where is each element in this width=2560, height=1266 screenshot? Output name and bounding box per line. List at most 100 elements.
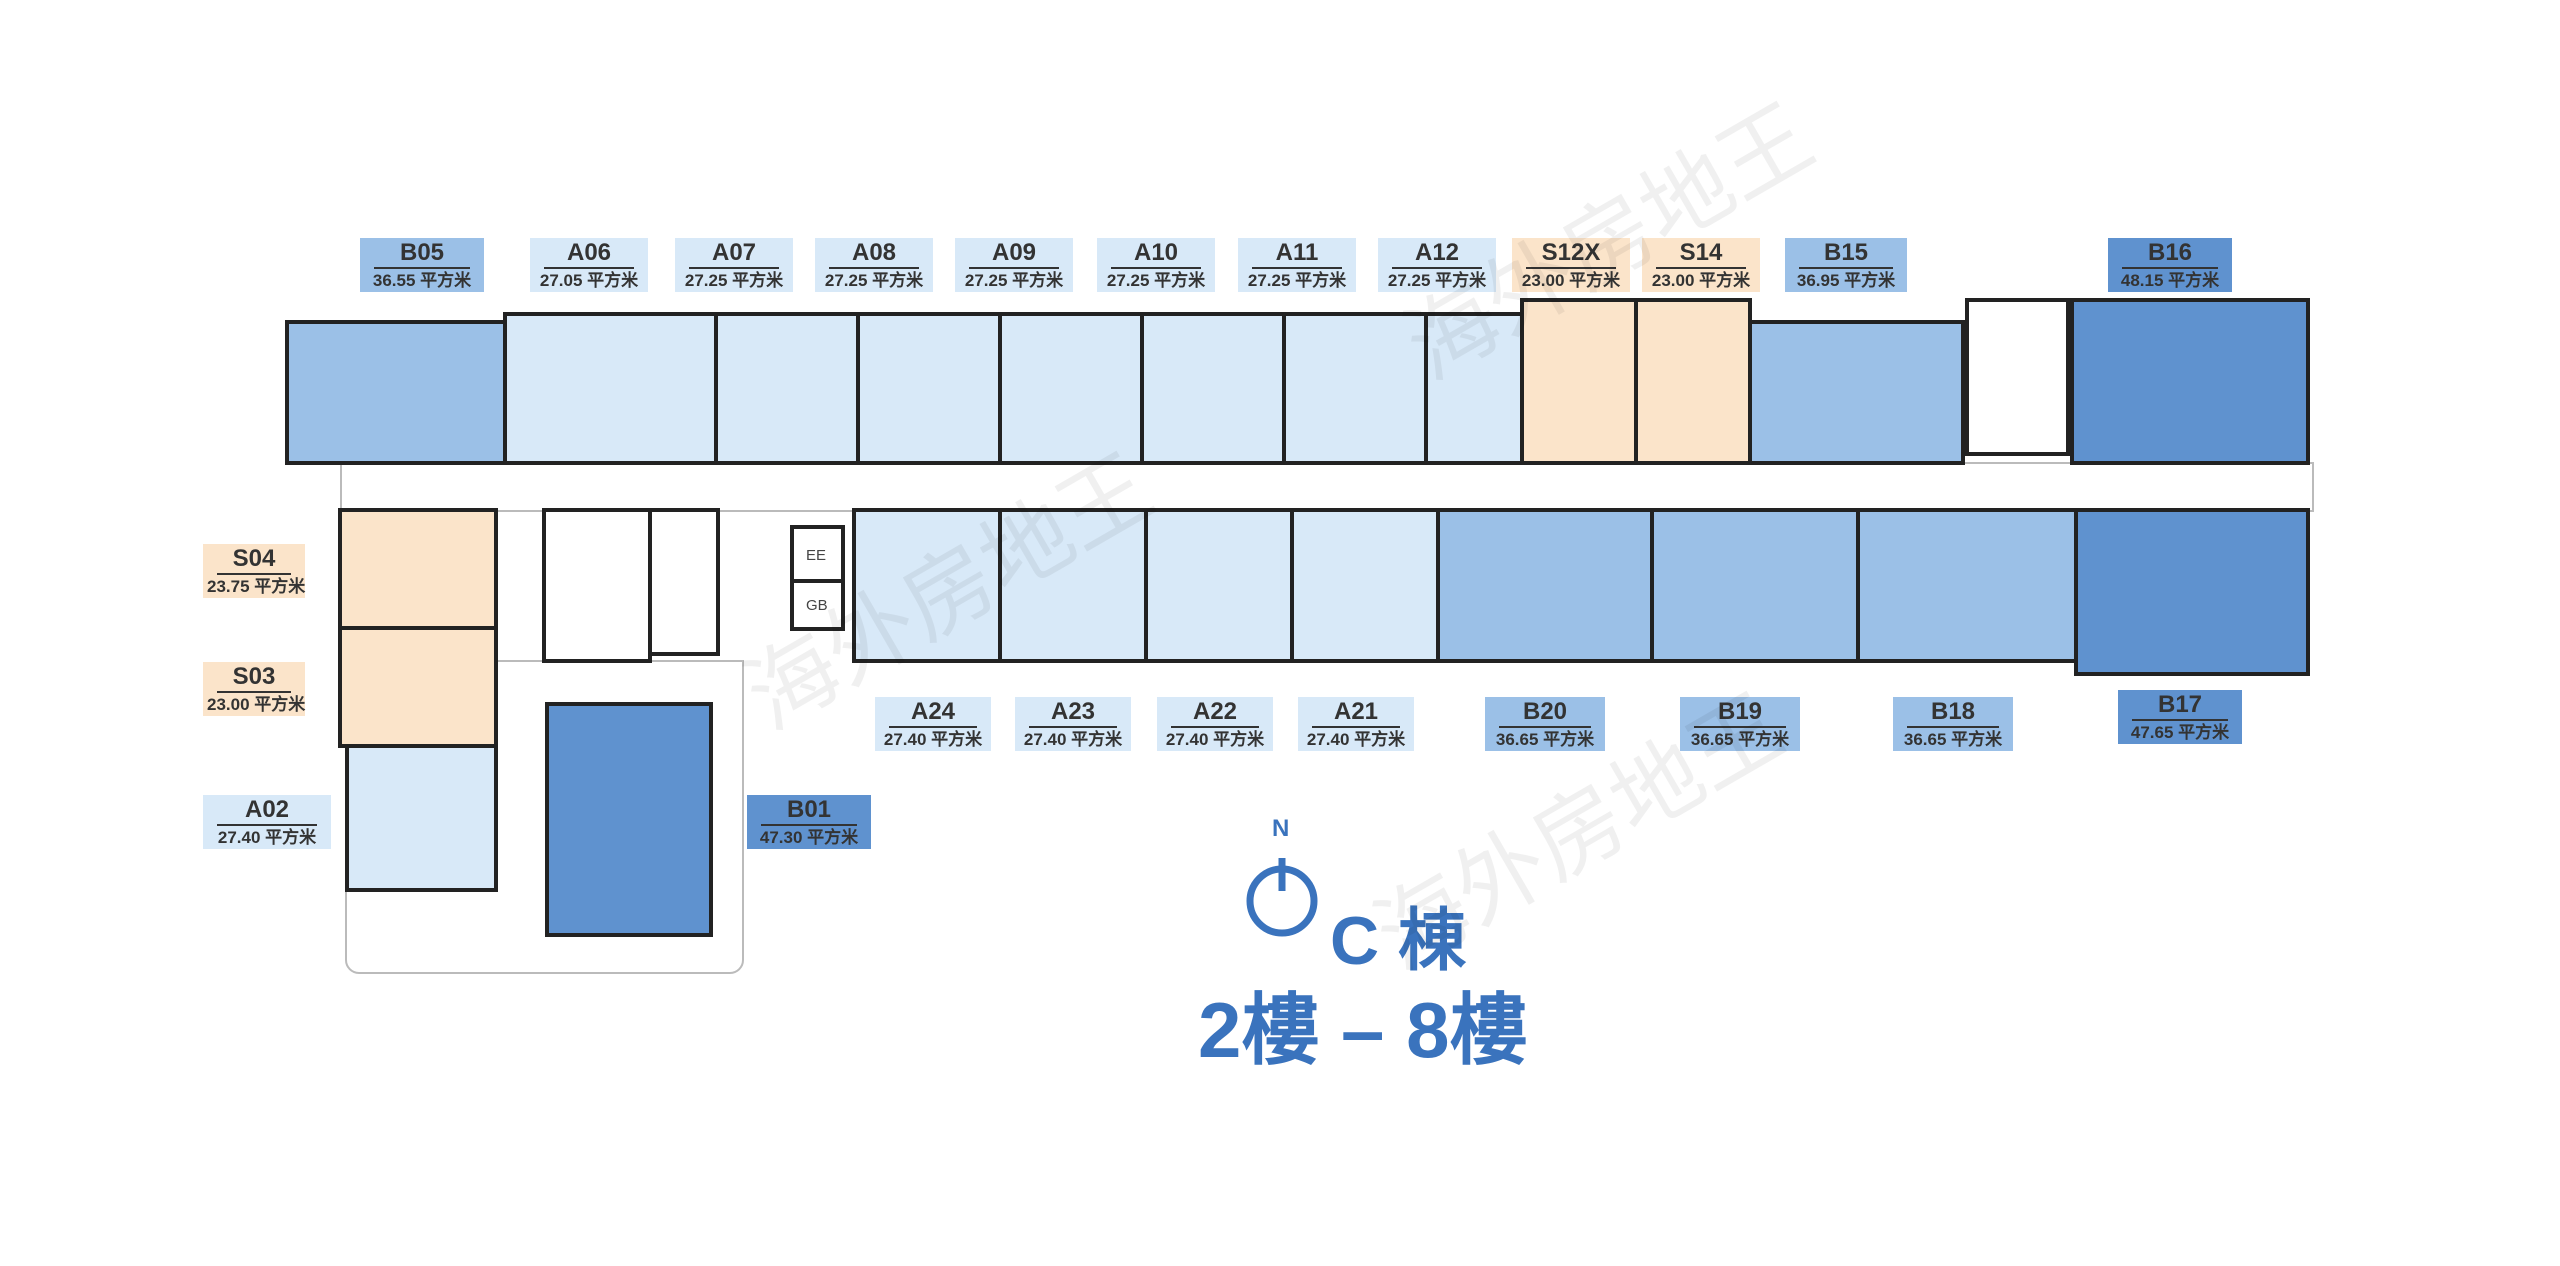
unit-B15[interactable] <box>1748 320 1965 465</box>
elevators <box>648 508 720 656</box>
unit-code: B05 <box>374 241 470 269</box>
label-A07: A07 27.25 平方米 <box>675 238 793 292</box>
unit-code: S14 <box>1656 241 1746 269</box>
unit-code: B17 <box>2132 693 2228 721</box>
unit-area: 48.15 平方米 <box>2120 271 2220 290</box>
stairwell-west <box>542 508 652 663</box>
label-A24: A24 27.40 平方米 <box>875 697 991 751</box>
unit-A08[interactable] <box>856 312 1002 465</box>
unit-B19[interactable] <box>1650 508 1860 663</box>
unit-area: 27.05 平方米 <box>539 271 639 290</box>
unit-code: B18 <box>1907 700 1999 728</box>
unit-code: A22 <box>1171 700 1259 728</box>
stairwell-east <box>1965 298 2070 456</box>
unit-B18[interactable] <box>1856 508 2078 663</box>
label-B05: B05 36.55 平方米 <box>360 238 484 292</box>
unit-A02[interactable] <box>345 744 498 892</box>
label-A06: A06 27.05 平方米 <box>530 238 648 292</box>
unit-area: 36.65 平方米 <box>1495 730 1595 749</box>
unit-area: 27.25 平方米 <box>1247 271 1347 290</box>
unit-area: 27.40 平方米 <box>1165 730 1265 749</box>
unit-code: A24 <box>889 700 977 728</box>
unit-code: A10 <box>1111 241 1201 269</box>
unit-A11[interactable] <box>1282 312 1428 465</box>
unit-code: A06 <box>544 241 634 269</box>
unit-area: 27.40 平方米 <box>883 730 983 749</box>
unit-area: 27.40 平方米 <box>1023 730 1123 749</box>
unit-code: A21 <box>1312 700 1400 728</box>
unit-area: 27.25 平方米 <box>964 271 1064 290</box>
label-A11: A11 27.25 平方米 <box>1238 238 1356 292</box>
unit-B16[interactable] <box>2070 298 2310 465</box>
unit-area: 36.65 平方米 <box>1903 730 2003 749</box>
unit-A12[interactable] <box>1424 312 1524 465</box>
unit-code: B16 <box>2122 241 2218 269</box>
unit-code: A23 <box>1029 700 1117 728</box>
label-B15: B15 36.95 平方米 <box>1785 238 1907 292</box>
unit-area: 23.00 平方米 <box>207 695 306 714</box>
label-A22: A22 27.40 平方米 <box>1157 697 1273 751</box>
label-B18: B18 36.65 平方米 <box>1893 697 2013 751</box>
unit-A21[interactable] <box>1290 508 1440 663</box>
unit-code: A12 <box>1392 241 1482 269</box>
unit-area: 23.75 平方米 <box>207 577 306 596</box>
unit-area: 27.40 平方米 <box>217 828 317 847</box>
unit-A23[interactable] <box>998 508 1148 663</box>
unit-area: 36.55 平方米 <box>372 271 472 290</box>
compass-label: N <box>1272 815 1290 842</box>
unit-area: 27.25 平方米 <box>1387 271 1487 290</box>
unit-B20[interactable] <box>1436 508 1654 663</box>
unit-area: 47.65 平方米 <box>2130 723 2230 742</box>
label-A12: A12 27.25 平方米 <box>1378 238 1496 292</box>
unit-S04[interactable] <box>338 508 498 630</box>
unit-area: 23.00 平方米 <box>1651 271 1751 290</box>
label-A21: A21 27.40 平方米 <box>1298 697 1414 751</box>
unit-area: 47.30 平方米 <box>759 828 859 847</box>
unit-area: 27.40 平方米 <box>1306 730 1406 749</box>
unit-B01[interactable] <box>545 702 713 937</box>
label-B16: B16 48.15 平方米 <box>2108 238 2232 292</box>
unit-code: A07 <box>689 241 779 269</box>
label-A10: A10 27.25 平方米 <box>1097 238 1215 292</box>
unit-code: A11 <box>1252 241 1342 269</box>
unit-S12X[interactable] <box>1520 298 1638 465</box>
unit-B17[interactable] <box>2074 508 2310 676</box>
unit-A10[interactable] <box>1140 312 1286 465</box>
unit-code: B15 <box>1799 241 1893 269</box>
label-S12X: S12X 23.00 平方米 <box>1512 238 1630 292</box>
main-corridor <box>340 462 2314 512</box>
label-A23: A23 27.40 平方米 <box>1015 697 1131 751</box>
unit-code: A09 <box>969 241 1059 269</box>
unit-S14[interactable] <box>1634 298 1752 465</box>
unit-code: A08 <box>829 241 919 269</box>
label-S04: S04 23.75 平方米 <box>203 544 305 598</box>
label-B17: B17 47.65 平方米 <box>2118 690 2242 744</box>
unit-S03[interactable] <box>338 626 498 748</box>
label-S14: S14 23.00 平方米 <box>1642 238 1760 292</box>
unit-code: S12X <box>1526 241 1616 269</box>
unit-code: S03 <box>217 665 291 693</box>
unit-code: A02 <box>217 798 317 826</box>
unit-A22[interactable] <box>1144 508 1294 663</box>
unit-code: S04 <box>217 547 291 575</box>
unit-area: 36.95 平方米 <box>1796 271 1896 290</box>
unit-B05[interactable] <box>285 320 507 465</box>
unit-area: 27.25 平方米 <box>684 271 784 290</box>
unit-area: 23.00 平方米 <box>1521 271 1621 290</box>
unit-A09[interactable] <box>998 312 1144 465</box>
unit-A06[interactable] <box>503 312 718 465</box>
label-S03: S03 23.00 平方米 <box>203 662 305 716</box>
label-A09: A09 27.25 平方米 <box>955 238 1073 292</box>
unit-A24[interactable] <box>852 508 1002 663</box>
unit-code: B01 <box>761 798 857 826</box>
north-compass-icon <box>1246 858 1318 937</box>
unit-A07[interactable] <box>714 312 860 465</box>
label-A02: A02 27.40 平方米 <box>203 795 331 849</box>
room-gb: GB <box>790 579 845 631</box>
unit-area: 27.25 平方米 <box>1106 271 1206 290</box>
label-B01: B01 47.30 平方米 <box>747 795 871 849</box>
